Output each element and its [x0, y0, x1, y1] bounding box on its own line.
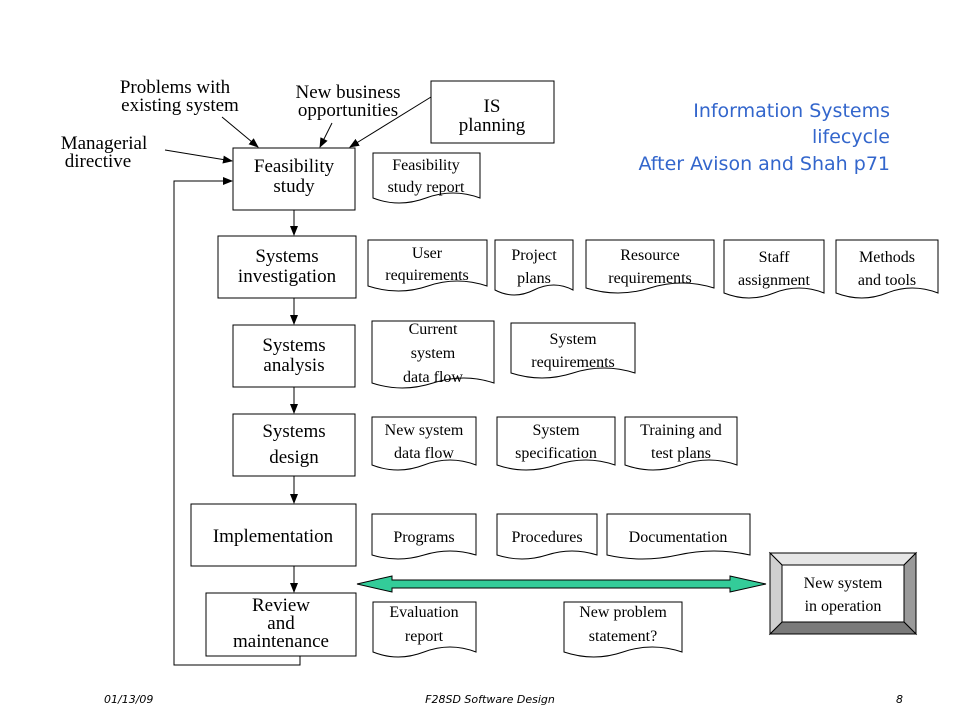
svg-text:Managerial: Managerial — [61, 133, 148, 154]
svg-text:analysis: analysis — [263, 355, 324, 376]
svg-text:and: and — [267, 613, 295, 634]
svg-text:design: design — [269, 447, 319, 468]
stage-feasibility-study: Feasibility study — [232, 147, 356, 211]
svg-text:Problems with: Problems with — [120, 77, 231, 98]
svg-text:Resource: Resource — [620, 247, 680, 264]
svg-text:Systems: Systems — [255, 246, 318, 267]
svg-text:Review: Review — [252, 595, 310, 616]
is-planning-box: IS planning — [430, 80, 555, 144]
svg-text:test plans: test plans — [651, 445, 711, 462]
title-line-2: lifecycle — [812, 126, 890, 148]
footer-date: 01/13/09 — [104, 693, 153, 706]
svg-text:Systems: Systems — [262, 335, 325, 356]
svg-text:New business: New business — [295, 82, 400, 103]
svg-text:Feasibility: Feasibility — [254, 156, 335, 177]
svg-text:Procedures: Procedures — [511, 529, 582, 546]
doc-methods-and-tools: Methods and tools — [835, 239, 939, 299]
arrow-problems-to-feasibility — [221, 116, 259, 148]
arrow-planning-to-feasibility — [349, 96, 432, 148]
svg-text:New problem: New problem — [579, 604, 667, 621]
svg-text:specification: specification — [515, 445, 597, 462]
doc-training-and-test-plans: Training and test plans — [624, 416, 738, 471]
doc-system-requirements: System requirements — [510, 322, 636, 379]
svg-text:Feasibility: Feasibility — [392, 157, 460, 174]
input-new-business-opportunities: New business opportunities — [295, 82, 400, 121]
slide-footer: 01/13/09 F28SD Software Design 8 — [104, 693, 903, 706]
svg-text:system: system — [411, 345, 456, 362]
svg-text:Programs: Programs — [393, 529, 454, 546]
doc-system-specification: System specification — [496, 416, 616, 471]
doc-programs: Programs — [371, 513, 477, 560]
svg-text:Evaluation: Evaluation — [389, 604, 458, 621]
double-arrow — [356, 575, 767, 593]
doc-new-problem-statement: New problem statement? — [563, 601, 683, 658]
footer-page-number: 8 — [896, 693, 903, 706]
new-system-in-operation-box: New system in operation — [768, 551, 918, 636]
svg-text:directive: directive — [65, 151, 131, 172]
svg-text:New system: New system — [804, 575, 883, 592]
svg-text:maintenance: maintenance — [233, 631, 329, 652]
doc-resource-requirements: Resource requirements — [585, 239, 715, 294]
svg-text:opportunities: opportunities — [298, 100, 398, 121]
title-line-1: Information Systems — [693, 100, 890, 122]
svg-text:requirements: requirements — [385, 267, 469, 284]
svg-text:System: System — [532, 422, 580, 439]
stage-systems-design: Systems design — [232, 413, 356, 477]
svg-text:Current: Current — [409, 321, 458, 338]
svg-text:data flow: data flow — [403, 369, 463, 386]
stage-implementation: Implementation — [190, 503, 357, 567]
svg-text:in operation: in operation — [805, 598, 882, 615]
svg-text:IS: IS — [484, 96, 501, 117]
svg-text:study report: study report — [388, 179, 465, 196]
svg-text:existing system: existing system — [121, 95, 239, 116]
svg-text:requirements: requirements — [531, 354, 615, 371]
doc-project-plans: Project plans — [494, 239, 574, 296]
doc-procedures: Procedures — [496, 513, 598, 560]
doc-staff-assignment: Staff assignment — [723, 239, 825, 299]
doc-current-system-data-flow: Current system data flow — [371, 320, 495, 389]
svg-text:and tools: and tools — [858, 272, 916, 289]
svg-text:investigation: investigation — [238, 266, 337, 287]
svg-text:data flow: data flow — [394, 445, 454, 462]
svg-text:report: report — [405, 628, 444, 645]
footer-course: F28SD Software Design — [425, 693, 555, 706]
svg-text:requirements: requirements — [608, 270, 692, 287]
svg-text:Implementation: Implementation — [213, 526, 334, 547]
svg-text:System: System — [549, 331, 597, 348]
svg-text:Documentation: Documentation — [629, 529, 728, 546]
arrow-managerial-to-feasibility — [164, 149, 233, 164]
doc-feasibility-study-report: Feasibility study report — [372, 152, 481, 204]
doc-evaluation-report: Evaluation report — [372, 601, 477, 658]
svg-text:User: User — [412, 245, 443, 262]
svg-text:statement?: statement? — [589, 628, 657, 645]
svg-text:Project: Project — [511, 247, 557, 264]
svg-text:assignment: assignment — [738, 272, 811, 289]
stage-review-maintenance: Review and maintenance — [205, 592, 357, 657]
stage-systems-analysis: Systems analysis — [232, 324, 356, 388]
svg-text:study: study — [273, 176, 315, 197]
title-line-3: After Avison and Shah p71 — [638, 153, 890, 175]
doc-new-system-data-flow: New system data flow — [371, 416, 477, 471]
svg-text:Methods: Methods — [859, 249, 915, 266]
stage-systems-investigation: Systems investigation — [217, 235, 357, 299]
svg-text:New system: New system — [385, 422, 464, 439]
doc-user-requirements: User requirements — [367, 239, 488, 292]
input-problems-existing-system: Problems with existing system — [120, 77, 239, 116]
svg-text:Staff: Staff — [759, 249, 790, 266]
doc-documentation: Documentation — [606, 513, 751, 560]
diagram-title: Information Systems lifecycle After Avis… — [638, 100, 890, 175]
svg-text:planning: planning — [459, 115, 526, 136]
arrow-opportunities-to-feasibility — [319, 122, 333, 148]
svg-text:Systems: Systems — [262, 421, 325, 442]
svg-text:plans: plans — [517, 270, 551, 287]
input-managerial-directive: Managerial directive — [61, 133, 148, 172]
svg-text:Training and: Training and — [640, 422, 722, 439]
feedback-loop-arrow — [173, 177, 301, 666]
